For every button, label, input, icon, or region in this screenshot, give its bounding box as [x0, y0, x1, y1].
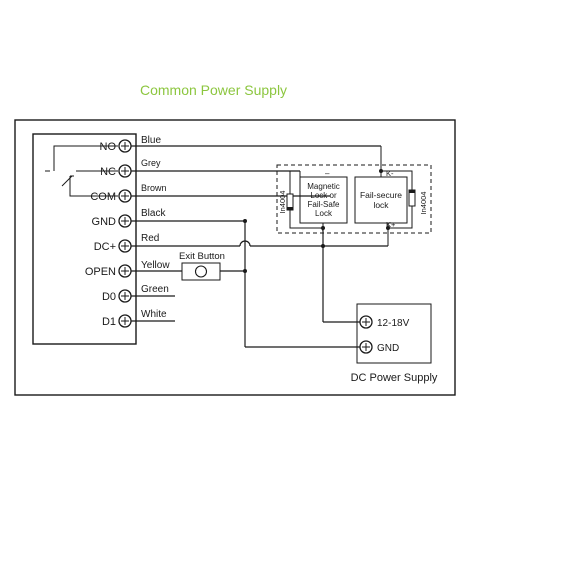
- diode-right: In4004: [408, 189, 428, 215]
- wire-label-yellow: Yellow: [141, 260, 170, 271]
- terminal-D1: D1 White: [102, 309, 175, 328]
- magnetic-lock: Magnetic Lock or Fail-Safe Lock – +: [299, 169, 348, 233]
- failsecure-kplus: K+: [386, 220, 396, 229]
- terminal-DCplus: DC+ Red: [94, 233, 388, 253]
- psu-caption: DC Power Supply: [351, 372, 438, 384]
- terminal-label-d0: D0: [102, 291, 116, 303]
- psu-gnd-label: GND: [377, 343, 399, 354]
- maglock-line-2: Lock or: [310, 191, 337, 200]
- terminal-label-gnd: GND: [92, 216, 117, 228]
- maglock-line-1: Magnetic: [307, 182, 339, 191]
- exit-button: Exit Button: [179, 251, 225, 281]
- maglock-minus: –: [325, 169, 330, 178]
- controller-block: [32, 133, 137, 345]
- fail-secure-lock: Fail-secure lock K- K+: [354, 146, 413, 246]
- wire-label-white: White: [141, 309, 167, 320]
- terminal-label-com: COM: [90, 191, 116, 203]
- terminal-OPEN: OPEN Yellow: [85, 260, 245, 278]
- wire-label-green: Green: [141, 284, 169, 295]
- terminal-COM: COM Brown: [90, 183, 330, 203]
- maglock-line-3: Fail-Safe: [307, 200, 340, 209]
- failsecure-kminus: K-: [386, 169, 394, 178]
- terminal-label-open: OPEN: [85, 266, 116, 278]
- outer-frame: [14, 119, 456, 396]
- junction-dot: [321, 244, 325, 248]
- terminal-GND: GND Black: [92, 208, 245, 228]
- terminal-NO: NO Blue: [100, 135, 381, 153]
- wire-label-brown: Brown: [141, 183, 167, 193]
- failsecure-line-2: lock: [373, 200, 389, 210]
- wire-label-red: Red: [141, 233, 159, 244]
- relay-contact-symbol: [45, 145, 118, 197]
- diode-left: In4004: [278, 170, 323, 229]
- wire-label-black: Black: [141, 208, 166, 219]
- wire-label-blue: Blue: [141, 135, 161, 146]
- page-title: Common Power Supply: [140, 82, 288, 98]
- terminal-label-d1: D1: [102, 316, 116, 328]
- lock-area-dashed: [276, 164, 432, 234]
- failsecure-line-1: Fail-secure: [360, 190, 402, 200]
- terminal-D0: D0 Green: [102, 284, 175, 303]
- exit-button-label: Exit Button: [179, 251, 225, 262]
- terminal-label-nc: NC: [100, 166, 116, 178]
- diode-left-label: In4004: [278, 191, 287, 214]
- diode-right-label: In4004: [419, 192, 428, 215]
- terminal-NC: NC Grey: [100, 158, 300, 178]
- wire-label-grey: Grey: [141, 158, 161, 168]
- push-button-icon: [194, 265, 208, 278]
- terminal-label-no: NO: [100, 141, 117, 153]
- dc-power-supply: 12-18V GND DC Power Supply: [351, 303, 438, 384]
- junction-dot: [243, 269, 247, 273]
- terminal-label-dcplus: DC+: [94, 241, 116, 253]
- junction-dot: [243, 219, 247, 223]
- junction-dot: [386, 226, 390, 230]
- psu-voltage-label: 12-18V: [377, 318, 410, 329]
- maglock-line-4: Lock: [315, 209, 333, 218]
